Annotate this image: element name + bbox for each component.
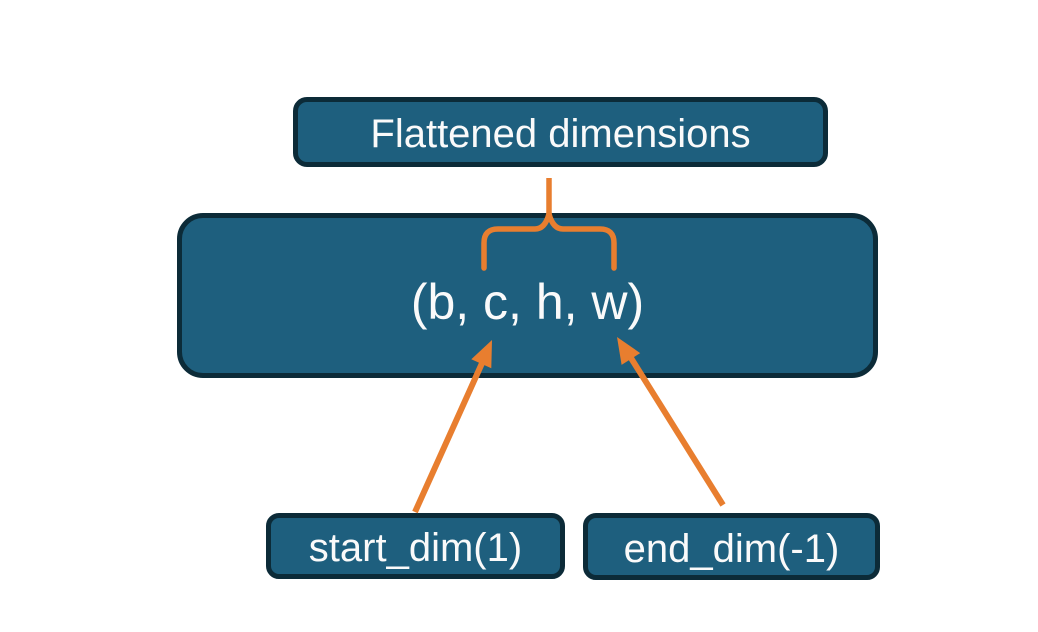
start-dim-box: start_dim(1) [266, 513, 565, 579]
end-dim-arrow [628, 356, 726, 507]
flattened-dimensions-label: Flattened dimensions [370, 112, 751, 156]
start-dim-arrow [412, 359, 486, 514]
tensor-shape-label: (b, c, h, w) [410, 273, 645, 330]
tensor-shape-box: (b, c, h, w) [177, 213, 878, 378]
start-dim-label: start_dim(1) [308, 526, 523, 570]
flattened-dimensions-box: Flattened dimensions [293, 97, 828, 167]
end-dim-label: end_dim(-1) [623, 526, 840, 571]
end-dim-box: end_dim(-1) [583, 513, 880, 580]
